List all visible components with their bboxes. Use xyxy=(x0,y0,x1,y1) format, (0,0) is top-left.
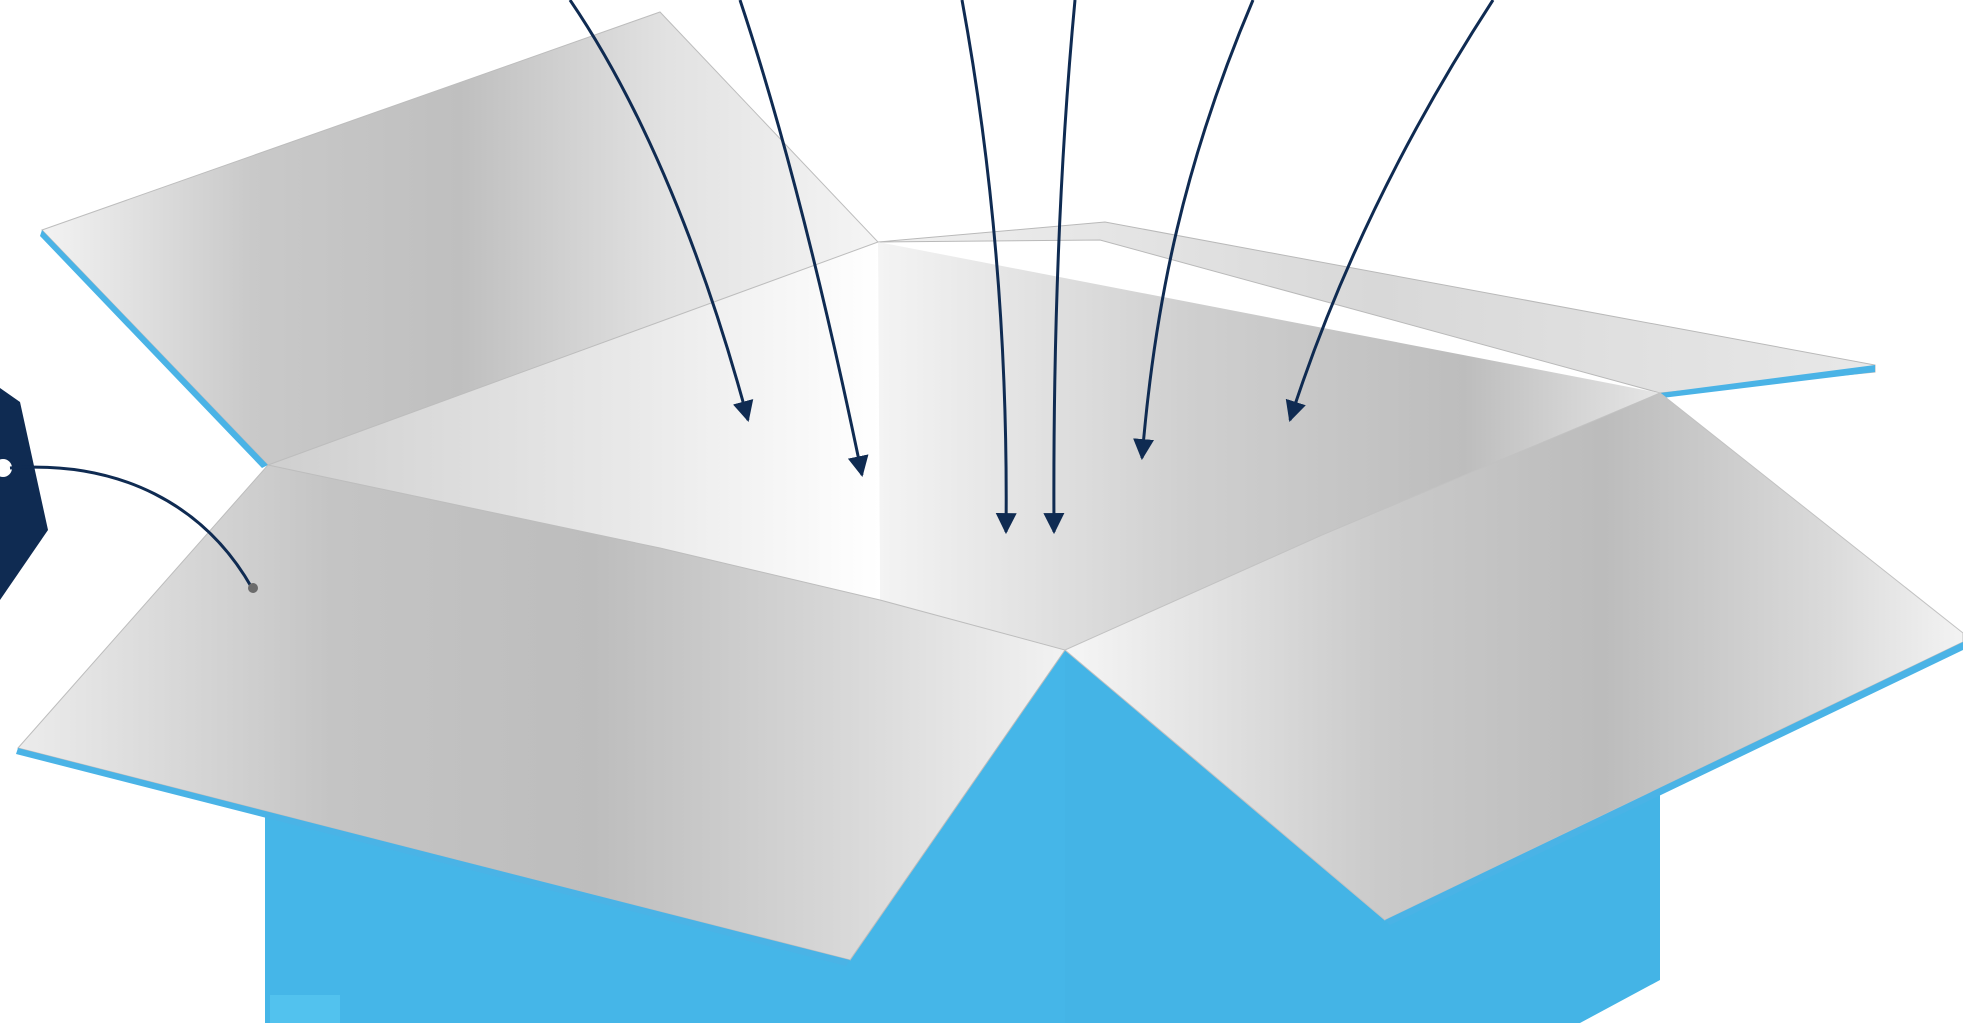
tag-string-end-icon xyxy=(248,583,258,593)
box-corner-highlight xyxy=(270,995,340,1023)
hang-tag-icon xyxy=(0,388,48,600)
